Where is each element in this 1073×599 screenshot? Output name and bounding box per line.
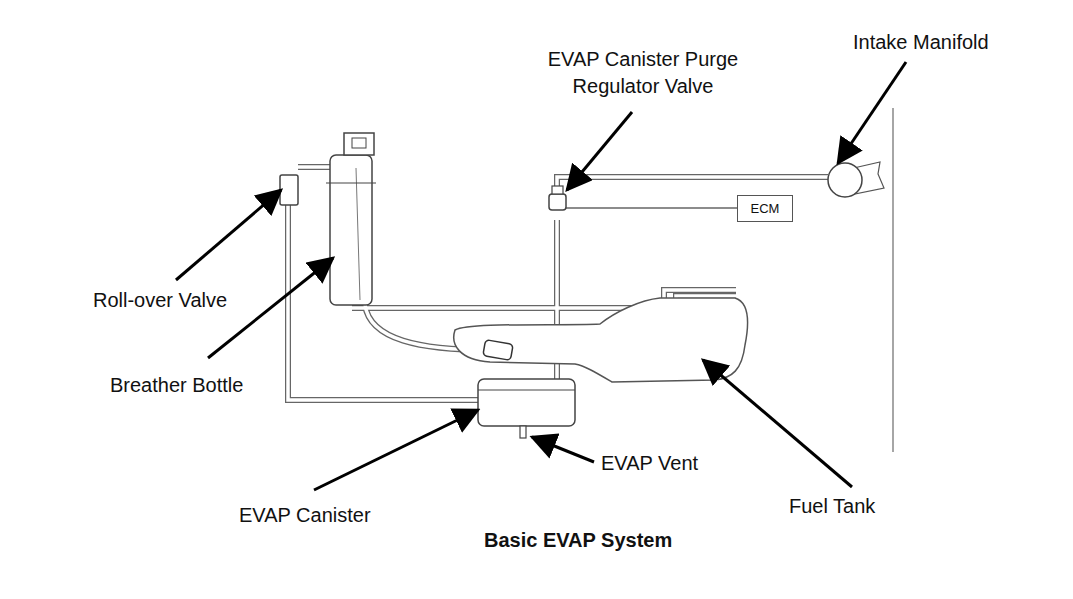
bottle-cap-inner <box>352 138 366 148</box>
bottle-strap <box>326 182 376 183</box>
part-label: Fuel Tank <box>789 493 875 520</box>
roll-over-valve <box>280 175 298 205</box>
leader-arrows <box>176 62 906 490</box>
body-panel <box>892 108 894 452</box>
ecm-wire <box>562 207 737 209</box>
purge-valve <box>549 194 566 210</box>
evap-canister <box>478 379 575 426</box>
breather-bottle <box>330 155 372 305</box>
bottle-cap <box>344 133 374 155</box>
intake-manifold <box>828 163 862 197</box>
part-label: EVAP Canister <box>239 502 371 529</box>
node-text: ECM <box>751 201 780 216</box>
evap-vent <box>520 426 526 438</box>
part-label: EVAP Canister Purge Regulator Valve <box>523 46 763 100</box>
part-label: Intake Manifold <box>853 29 989 56</box>
part-label: Breather Bottle <box>110 372 243 399</box>
fuel-tank <box>454 298 748 382</box>
figure-caption: Basic EVAP System <box>484 527 672 554</box>
hose-connector <box>483 340 513 361</box>
canister-lid <box>478 390 575 391</box>
purge-valve-port <box>552 186 563 194</box>
bottle-seam <box>356 168 360 300</box>
ecm-box: ECM <box>737 195 793 222</box>
part-label: EVAP Vent <box>601 450 698 477</box>
part-label: Roll-over Valve <box>93 287 227 314</box>
